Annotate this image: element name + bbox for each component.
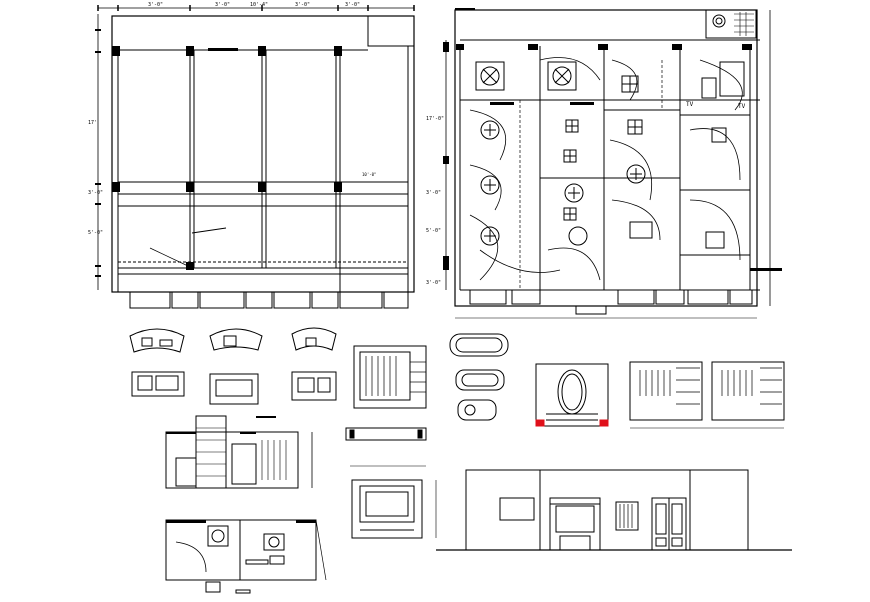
right-dim-4: 3'-0": [426, 280, 441, 286]
kitchen-detail: [165, 415, 313, 489]
mirror-elevation: [535, 363, 609, 427]
desk-detail: [345, 427, 437, 539]
corner-tile-detail: [705, 9, 757, 39]
top-dimension-ticks: [97, 5, 415, 11]
side-dim-2: 3'-0": [88, 190, 103, 196]
side-dim-3: 5'-0": [88, 230, 103, 236]
top-dim-1: 3'-0": [148, 2, 163, 8]
right-dim-3: 5'-0": [426, 228, 441, 234]
light-fixture-symbols: [563, 61, 745, 249]
top-dim-5: 3'-0": [345, 2, 360, 8]
bath-plan: [165, 519, 327, 594]
furniture-blocks: [129, 327, 785, 429]
footings: [129, 291, 409, 309]
wall-blocks: [455, 8, 752, 105]
plan-label: 10'-0": [362, 172, 376, 177]
tv-label-2: TV: [738, 103, 746, 110]
tv-label-1: TV: [686, 101, 694, 108]
right-electrical-plan: 17'-0" 3'-0" 5'-0" 3'-0" TV TV: [426, 8, 782, 319]
left-structural-plan: 3'-0" 3'-0" 10'-4" 3'-0" 3'-0" 17' 3'-0"…: [88, 2, 415, 309]
structural-columns: [112, 46, 342, 270]
top-dim-4: 3'-0": [295, 2, 310, 8]
front-elevation: [436, 469, 792, 551]
right-dim-1: 17'-0": [426, 116, 444, 122]
top-dim-3: 10'-4": [250, 2, 268, 8]
top-dim-2: 3'-0": [215, 2, 230, 8]
ceiling-fan-symbols: [475, 61, 646, 246]
side-dimension-ticks: [95, 29, 101, 277]
right-dim-2: 3'-0": [426, 190, 441, 196]
side-dim-1: 17': [88, 120, 97, 126]
